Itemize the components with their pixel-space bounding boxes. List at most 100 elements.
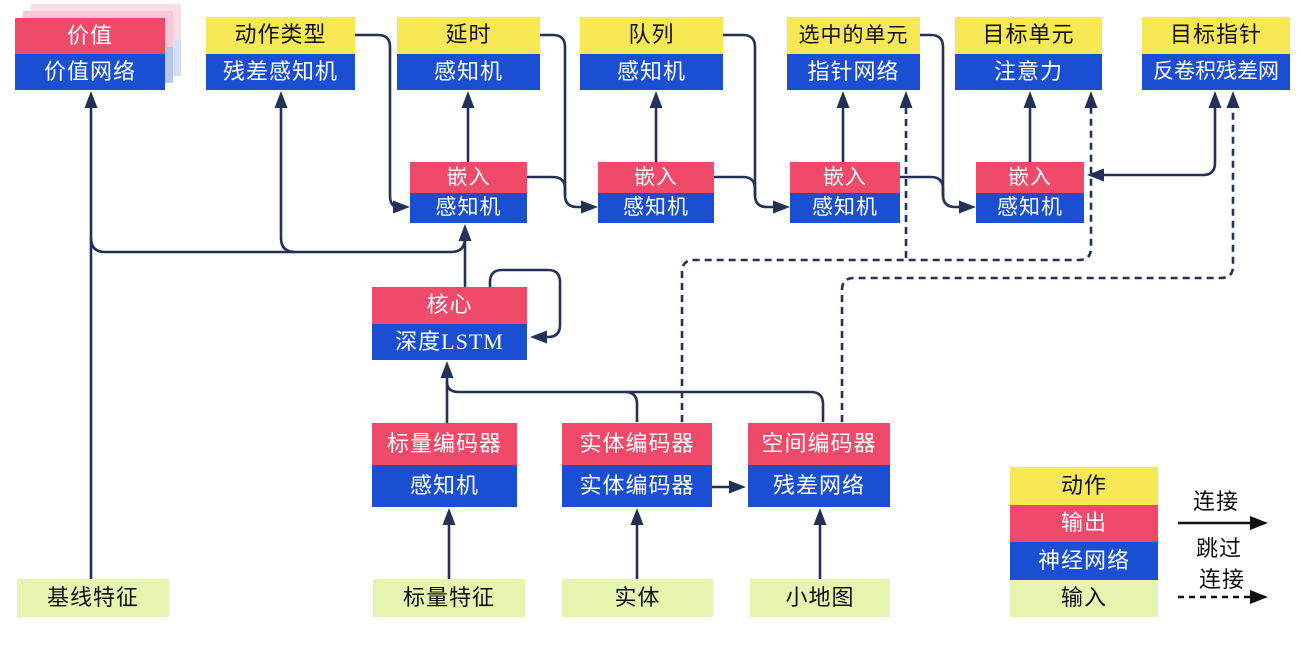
core-block: 核心 深度LSTM	[372, 287, 527, 360]
encoder-scalar-label: 标量编码器	[372, 423, 517, 465]
arrow-into-targetunit	[1023, 91, 1037, 108]
embedding-4: 嵌入 感知机	[976, 162, 1084, 223]
input-minimap: 小地图	[750, 579, 890, 617]
embedding-2-label: 嵌入	[598, 162, 714, 193]
encoder-entity-network: 实体编码器	[562, 465, 712, 507]
arrow-into-embedding4-right	[1087, 168, 1104, 182]
input-scalar-features-label: 标量特征	[373, 579, 525, 617]
head-selected-units: 选中的单元 指针网络	[787, 17, 920, 90]
legend-output-swatch: 输出	[1010, 504, 1158, 542]
embedding-4-label: 嵌入	[976, 162, 1084, 193]
legend-connect-label: 连接	[1193, 489, 1240, 514]
legend-color-key: 动作 输出 神经网络 输入	[1010, 467, 1158, 617]
encoder-spatial: 空间编码器 残差网络	[748, 423, 890, 507]
arrowheads	[84, 91, 1240, 525]
embedding-4-network: 感知机	[976, 192, 1084, 223]
input-entities-label: 实体	[562, 579, 713, 617]
legend-action-swatch: 动作	[1010, 467, 1158, 505]
head-action-type-label: 动作类型	[206, 17, 355, 54]
edge-entityencoder-merge	[624, 390, 639, 422]
edge-encoder-merge-horizontal	[445, 381, 825, 422]
head-delay-label: 延时	[397, 17, 540, 54]
dashed-skip-connectors	[680, 97, 1235, 422]
embedding-1: 嵌入 感知机	[410, 162, 527, 223]
embedding-1-label: 嵌入	[410, 162, 527, 193]
legend-input-swatch: 输入	[1010, 579, 1158, 617]
skip-spatialencoder-to-targetpointer	[840, 97, 1235, 422]
head-selected-units-label: 选中的单元	[787, 17, 920, 54]
arrow-into-targetpointer	[1208, 91, 1222, 108]
head-target-pointer-label: 目标指针	[1142, 17, 1290, 54]
head-delay-network: 感知机	[397, 53, 540, 90]
encoder-entity: 实体编码器 实体编码器	[562, 423, 712, 507]
edge-embedding2-chain	[714, 175, 757, 196]
arrow-into-scalarencoder	[442, 508, 456, 525]
encoder-spatial-label: 空间编码器	[748, 423, 890, 465]
input-entities: 实体	[562, 579, 713, 617]
head-action-type: 动作类型 残差感知机	[206, 17, 355, 90]
head-value-network: 价值网络	[15, 54, 165, 90]
head-value-output: 价值	[15, 18, 165, 54]
edge-embedding3-chain	[900, 175, 945, 196]
arrow-into-embedding3-left	[773, 200, 790, 214]
head-value: 价值 价值网络	[15, 18, 165, 90]
head-target-unit: 目标单元 注意力	[955, 17, 1102, 90]
edge-embedding4-targetpointer	[1092, 97, 1217, 177]
encoder-entity-label: 实体编码器	[562, 423, 712, 465]
arrow-loop-into-core	[530, 330, 547, 344]
legend-skip-label-line1: 跳过	[1196, 536, 1243, 561]
skip-entityencoder-to-targetunit	[680, 97, 1093, 422]
arrow-into-selectedunits	[836, 91, 850, 108]
arrow-into-embedding1-bottom	[458, 224, 472, 241]
arrow-dashed-into-targetpointer	[1226, 91, 1240, 108]
edge-embedding1-chain	[527, 175, 567, 196]
arrow-into-queue	[649, 91, 663, 108]
legend-arrowheads	[1250, 516, 1268, 604]
legend-solid-arrowhead	[1250, 516, 1268, 530]
input-scalar-features: 标量特征	[373, 579, 525, 617]
arrow-into-entityencoder	[630, 508, 644, 525]
encoder-scalar-network: 感知机	[372, 465, 517, 507]
head-queue-label: 队列	[580, 17, 723, 54]
arrow-into-delay	[461, 91, 475, 108]
edge-queue-to-embedding3	[723, 33, 784, 209]
embedding-2-network: 感知机	[598, 192, 714, 223]
input-minimap-label: 小地图	[750, 579, 890, 617]
head-queue: 队列 感知机	[580, 17, 723, 90]
arrow-into-core-bottom	[440, 361, 454, 378]
encoder-spatial-network: 残差网络	[748, 465, 890, 507]
legend-arrows	[1178, 521, 1254, 599]
arrow-into-value	[84, 91, 98, 108]
arrow-into-embedding1-left	[393, 200, 410, 214]
head-delay: 延时 感知机	[397, 17, 540, 90]
head-action-type-network: 残差感知机	[206, 53, 355, 90]
arrow-into-spatialencoder	[813, 508, 827, 525]
embedding-3-label: 嵌入	[790, 162, 900, 193]
arrow-into-actiontype	[274, 91, 288, 108]
legend-dashed-arrowhead	[1250, 590, 1268, 604]
input-baseline-features-label: 基线特征	[17, 579, 169, 617]
core-label: 核心	[372, 287, 527, 324]
edge-branch-to-actiontype	[279, 96, 296, 254]
embedding-1-network: 感知机	[410, 192, 527, 223]
arrow-dashed-into-selectedunits	[899, 91, 913, 108]
edge-core-self-loop	[488, 268, 562, 339]
edge-delay-to-embedding2	[540, 33, 592, 209]
head-target-unit-network: 注意力	[955, 53, 1102, 90]
embedding-3-network: 感知机	[790, 192, 900, 223]
input-baseline-features: 基线特征	[17, 579, 169, 617]
edge-core-branch-left	[89, 237, 467, 254]
embedding-3: 嵌入 感知机	[790, 162, 900, 223]
head-target-pointer-network: 反卷积残差网	[1142, 53, 1290, 90]
encoder-scalar: 标量编码器 感知机	[372, 423, 517, 507]
head-target-unit-label: 目标单元	[955, 17, 1102, 54]
arrow-into-embedding4-left	[959, 200, 976, 214]
arrow-into-embedding2-left	[581, 200, 598, 214]
core-network: 深度LSTM	[372, 323, 527, 360]
embedding-2: 嵌入 感知机	[598, 162, 714, 223]
arrow-into-spatial-left	[729, 480, 746, 494]
head-queue-network: 感知机	[580, 53, 723, 90]
arrow-dashed-into-targetunit	[1084, 91, 1098, 108]
